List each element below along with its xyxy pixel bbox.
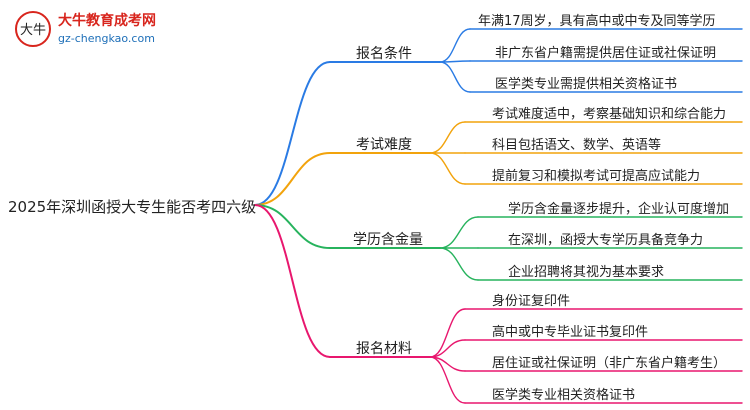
branch-registration-conditions: 报名条件 [356,46,412,62]
site-logo[interactable]: 大牛 大牛教育成考网 gz-chengkao.com [14,8,174,52]
connector-branch-leaf-3-0 [429,308,466,358]
branch-degree-value: 学历含金量 [353,232,423,248]
leaf-condition-medical: 医学类专业需提供相关资格证书 [495,77,678,92]
logo-title: 大牛教育成考网 [58,13,156,29]
connector-branch-leaf-1-2 [429,152,466,185]
leaf-difficulty-subjects: 科目包括语文、数学、英语等 [492,138,662,153]
connector-root-branch-3 [254,204,331,358]
connector-branch-leaf-2-2 [439,247,479,281]
leaf-material-medical: 医学类专业相关资格证书 [492,388,636,403]
connector-branch-leaf-2-0 [439,216,479,249]
leaf-material-id-card: 身份证复印件 [492,294,571,309]
connector-root-branch-2 [254,204,331,249]
branch-registration-materials: 报名材料 [356,341,412,357]
leaf-condition-age: 年满17周岁，具有高中或中专及同等学历 [478,14,716,29]
logo-mark-icon: 大牛 [15,11,51,47]
logo-mark-text: 大牛 [20,23,46,38]
connector-root-branch-0 [254,61,331,206]
root-topic: 2025年深圳函授大专生能否考四六级 [8,198,257,216]
leaf-material-residence: 居住证或社保证明（非广东省户籍考生） [492,356,727,371]
connector-branch-leaf-3-3 [429,356,466,404]
leaf-value-shenzhen: 在深圳，函授大专学历具备竞争力 [508,233,704,248]
leaf-condition-residence: 非广东省户籍需提供居住证或社保证明 [495,46,717,61]
connector-branch-leaf-0-0 [439,28,471,63]
leaf-material-diploma: 高中或中专毕业证书复印件 [492,325,649,340]
connector-root-branch-1 [254,152,331,206]
leaf-value-rising: 学历含金量逐步提升，企业认可度增加 [508,202,730,217]
connector-branch-leaf-3-1 [429,339,466,358]
leaf-difficulty-prepare: 提前复习和模拟考试可提高应试能力 [492,169,701,184]
leaf-difficulty-moderate: 考试难度适中，考察基础知识和综合能力 [492,107,727,122]
connector-branch-leaf-1-0 [429,121,466,154]
leaf-value-basic-requirement: 企业招聘将其视为基本要求 [508,265,665,280]
connector-branch-leaf-0-2 [439,61,471,93]
logo-url: gz-chengkao.com [58,32,155,45]
branch-exam-difficulty: 考试难度 [356,137,412,153]
